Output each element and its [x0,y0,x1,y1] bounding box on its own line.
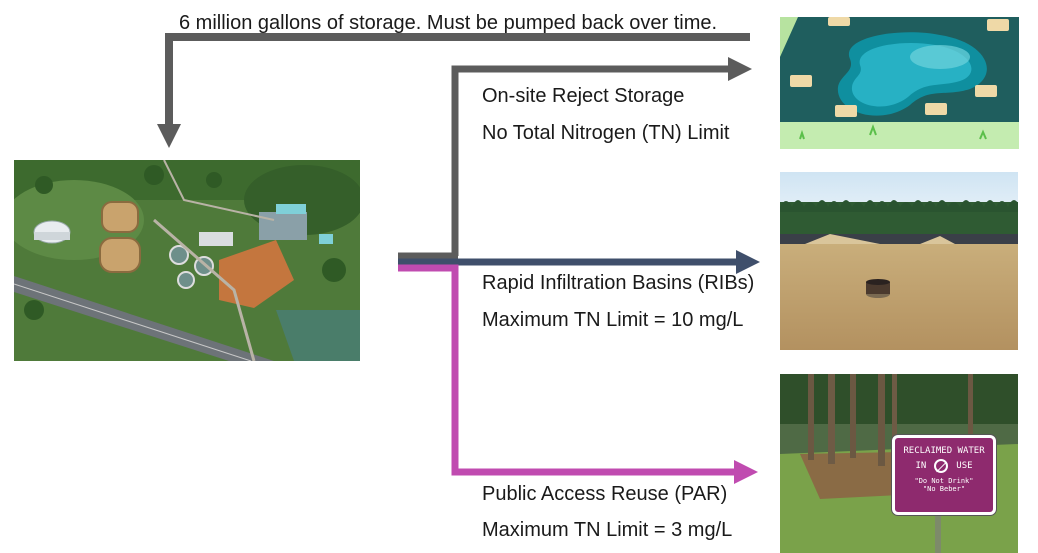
reject-storage-arrow-head [728,57,752,81]
sign-line-use: USE [956,461,973,471]
no-drinking-icon [934,459,949,473]
reject-storage-limit: No Total Nitrogen (TN) Limit [482,122,730,144]
reject-storage-pond-illustration [780,17,1019,149]
reject-storage-arrow-line [451,65,730,256]
public-access-reuse-photo: RECLAIMED WATER IN USE "Do Not Drink" "N… [780,374,1018,553]
par-arrow-head [734,460,758,484]
sign-line-reclaimed-water: RECLAIMED WATER [903,446,985,456]
reject-storage-title: On-site Reject Storage [482,85,685,107]
ribs-title: Rapid Infiltration Basins (RIBs) [482,272,755,294]
ribs-limit: Maximum TN Limit = 10 mg/L [482,309,744,331]
sign-line-do-not-drink: "Do Not Drink" [914,477,974,485]
par-limit: Maximum TN Limit = 3 mg/L [482,519,733,541]
par-arrow-line [398,264,736,476]
return-arrow-head [157,124,181,148]
rapid-infiltration-basin-photo [780,172,1018,350]
return-arrow-line [165,33,750,128]
par-title: Public Access Reuse (PAR) [482,483,728,505]
ribs-arrow-head [736,250,760,274]
reclaimed-water-sign: RECLAIMED WATER IN USE "Do Not Drink" "N… [892,435,996,515]
storage-note: 6 million gallons of storage. Must be pu… [179,12,718,34]
treatment-plant-aerial-photo [14,160,360,361]
sign-line-in: IN [915,461,927,471]
sign-line-no-beber: "No Beber" [922,485,966,493]
